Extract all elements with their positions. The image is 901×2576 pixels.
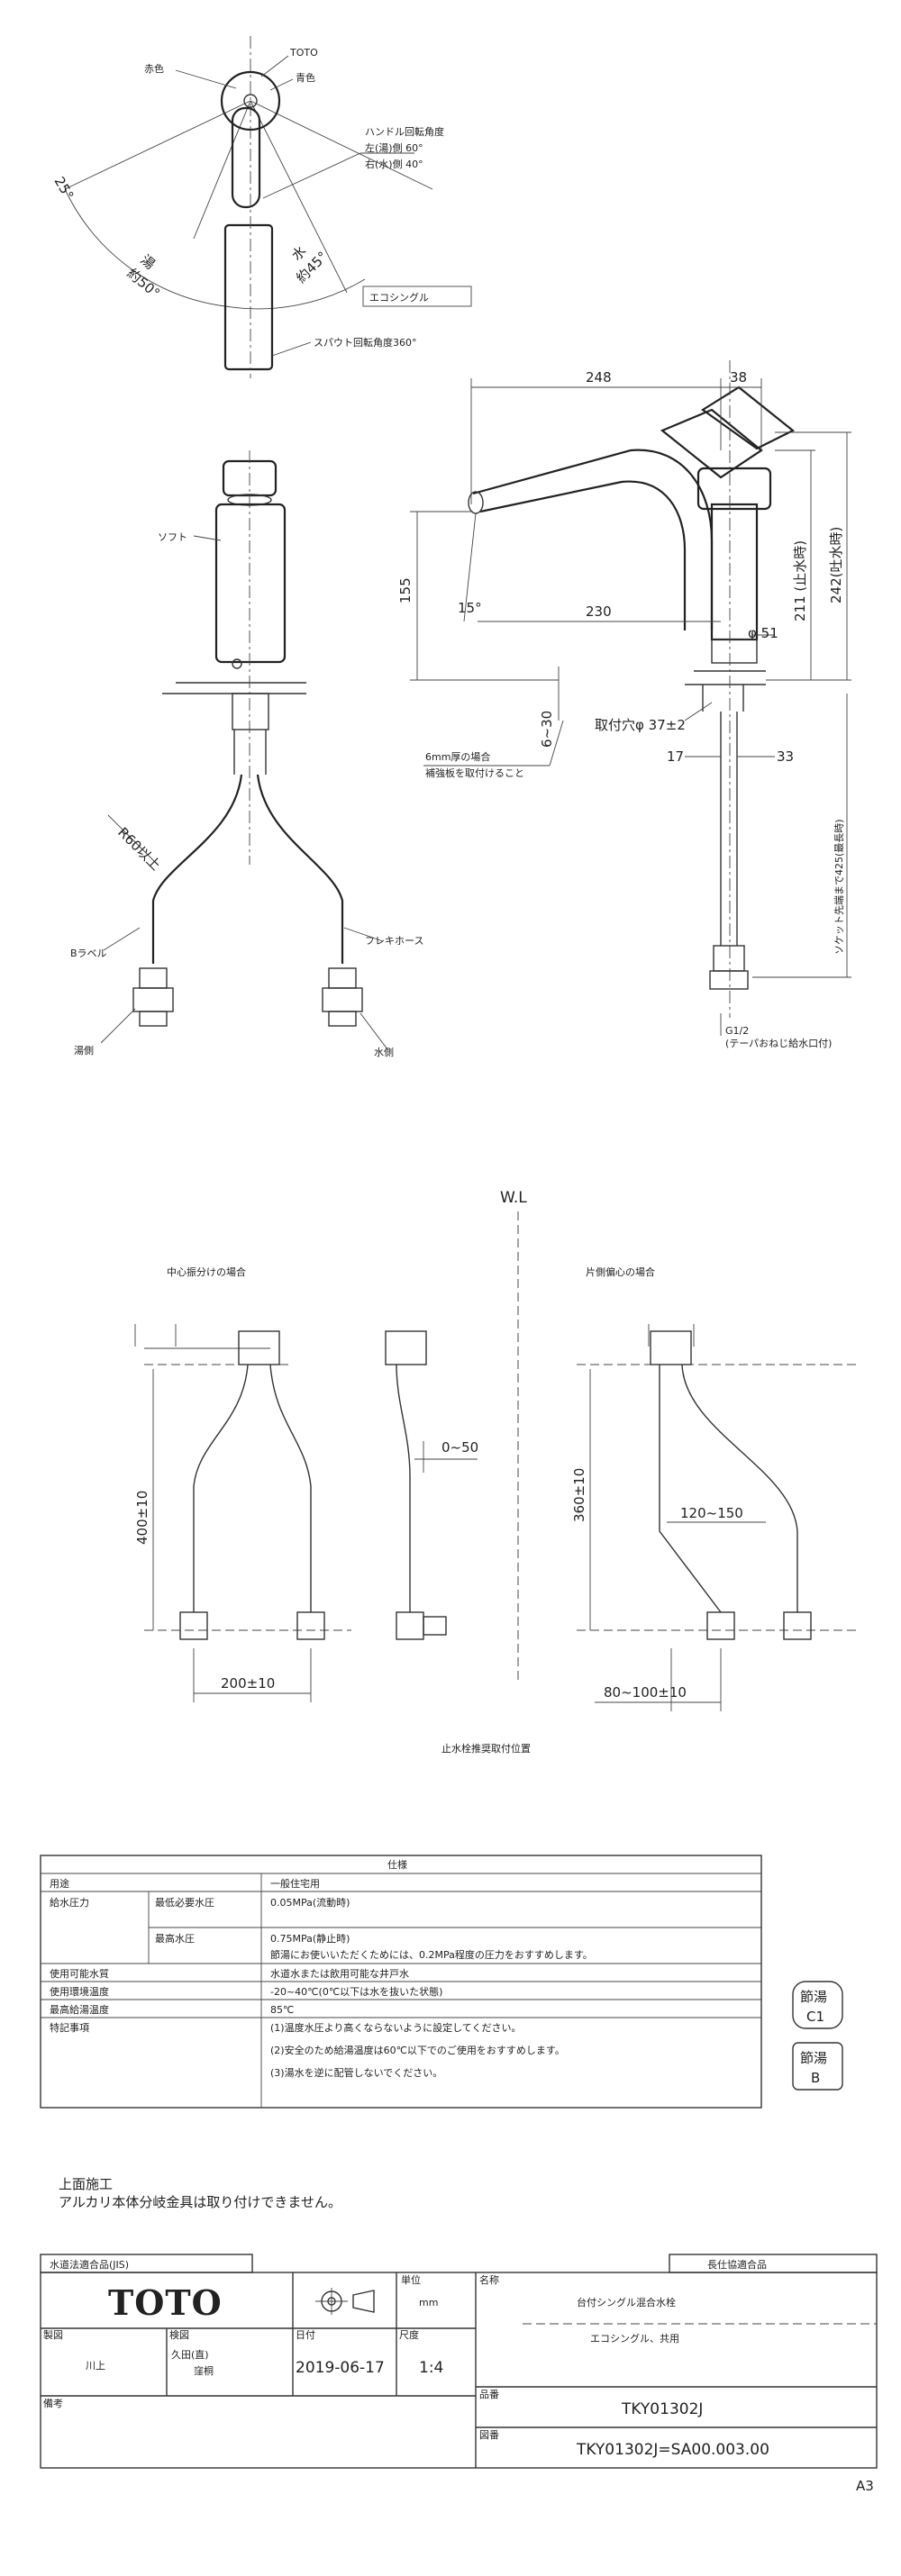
jis-label: 水道法適合品(JIS)	[50, 2258, 129, 2271]
label-red: 赤色	[144, 62, 164, 75]
dim-17: 17	[667, 748, 684, 765]
checked-by: 久田(直)	[171, 2348, 209, 2361]
install-view: W.L 中心振分けの場合 片側偏心の場合 400±10 200±10 0~50	[134, 1189, 856, 1755]
spec-value-max: 0.75MPa(静止時)	[270, 1932, 350, 1945]
spec-value-note-2: (2)安全のため給湯温度は60℃以下でのご使用をおすすめします。	[270, 2044, 565, 2056]
badge-b-top: 節湯	[800, 2050, 827, 2066]
side-view: 248 38 155 15° 230 φ 51 211 (止水時) 242(吐水…	[397, 360, 851, 1049]
dim-242: 242(吐水時)	[828, 527, 844, 603]
side-title: 片側偏心の場合	[586, 1265, 655, 1278]
dim-51: φ 51	[748, 625, 778, 641]
approved-by: 窪桐	[194, 2364, 214, 2377]
spec-value-min: 0.05MPa(流動時)	[270, 1896, 350, 1909]
drawing-number: TKY01302J=SA00.003.00	[576, 2441, 769, 2459]
spec-label-pressure: 給水圧力	[50, 1896, 89, 1909]
date-label: 日付	[296, 2329, 315, 2341]
counter-note-1: 6mm厚の場合	[425, 750, 490, 763]
socket-note: ソケット先端まで425(最長時)	[833, 819, 845, 955]
note-line-2: アルカリ本体分岐金具は取り付けできません。	[59, 2194, 341, 2210]
spec-title: 仕様	[387, 1858, 407, 1871]
dim-120-150: 120~150	[680, 1505, 743, 1521]
scale-label: 尺度	[399, 2328, 419, 2341]
sheet-size: A3	[856, 2478, 874, 2494]
angle-50: 約50°	[123, 265, 162, 302]
dim-155: 155	[397, 577, 414, 603]
dim-38: 38	[730, 369, 747, 385]
spec-value-note: 節湯にお使いいただくためには、0.2MPa程度の圧力をおすすめします。	[270, 1948, 593, 1961]
front-view: ソフト R60以上 Bラベル フレキホース 湯側 水側	[70, 450, 423, 1058]
cert-label: 長仕協適合品	[707, 2258, 767, 2271]
spout-rotation: スパウト回転角度360°	[314, 336, 417, 349]
scale-value: 1:4	[419, 2359, 443, 2377]
spec-value-env-temp: -20~40℃(0℃以下は水を抜いた状態)	[270, 1985, 442, 1998]
spec-table: 仕様 用途 一般住宅用 給水圧力 最低必要水圧 0.05MPa(流動時) 最高水…	[40, 1855, 762, 2109]
label-brand: TOTO	[289, 47, 318, 59]
toto-logo: TOTO	[108, 2282, 223, 2323]
spec-label-notes: 特記事項	[50, 2021, 89, 2034]
dim-6-30: 6~30	[539, 711, 555, 748]
drawing-label: 図番	[479, 2429, 499, 2441]
g12-note: (テーパおねじ給水口付)	[725, 1037, 832, 1049]
handle-angle-right: 右(水)側 40°	[365, 158, 423, 170]
dim-400: 400±10	[134, 1491, 150, 1545]
center-title: 中心振分けの場合	[167, 1265, 246, 1278]
dim-360: 360±10	[571, 1468, 587, 1522]
name-label: 名称	[479, 2273, 499, 2286]
mount-hole: 取付穴φ 37±2	[595, 717, 686, 733]
drawn-by: 川上	[86, 2360, 105, 2372]
g12-label: G1/2	[725, 1025, 749, 1037]
model-label: 品番	[479, 2389, 499, 2400]
spec-sub-min: 最低必要水圧	[155, 1897, 214, 1909]
spec-sub-max: 最高水圧	[155, 1932, 195, 1945]
badge-c1-bottom: C1	[806, 2009, 824, 2025]
eco-badges: 節湯 C1 節湯 B	[792, 1981, 843, 2091]
dim-33: 33	[777, 748, 794, 765]
dim-230: 230	[586, 603, 612, 620]
badge-b-bottom: B	[811, 2070, 820, 2086]
product-name: 台付シングル混合水栓	[577, 2296, 676, 2308]
dim-200: 200±10	[221, 1675, 275, 1692]
handle-angle-title: ハンドル回転角度	[365, 125, 444, 138]
spec-value-water: 水道水または飲用可能な井戸水	[270, 1967, 409, 1980]
checked-label: 検図	[169, 2328, 189, 2341]
wl-label: W.L	[500, 1189, 527, 1207]
hot-pipe-label: Bラベル	[70, 948, 107, 959]
title-block: 水道法適合品(JIS) 長仕協適合品 TOTO 単位 mm 名称 台付シングル混…	[40, 2254, 878, 2494]
dim-211: 211 (止水時)	[792, 540, 808, 621]
angle-25: 25°	[51, 174, 77, 203]
flex-hose-label: フレキホース	[365, 935, 423, 947]
dim-15: 15°	[458, 600, 482, 616]
handle-angle-left: 左(湯)側 60°	[365, 142, 423, 154]
date-value: 2019-06-17	[296, 2359, 385, 2377]
badge-c1-top: 節湯	[800, 1989, 827, 2005]
eco-label: エコシングル	[369, 291, 429, 304]
spec-value-max-hot: 85℃	[270, 2004, 294, 2016]
dim-80-100: 80~100±10	[604, 1684, 687, 1701]
spec-label-max-hot: 最高給湯温度	[50, 2003, 109, 2016]
spec-value-use: 一般住宅用	[270, 1877, 320, 1890]
product-sub: エコシングル、共用	[590, 2332, 679, 2345]
cold-valve-label: 水側	[374, 1047, 394, 1058]
r60-label: R60以上	[114, 824, 164, 874]
spec-label-use: 用途	[50, 1877, 69, 1890]
spec-value-note-1: (1)温度水圧より高くならないように設定してください。	[270, 2021, 521, 2034]
unit-value: mm	[419, 2297, 438, 2308]
spec-label-water: 使用可能水質	[50, 1967, 109, 1980]
counter-note-2: 補強板を取付けること	[425, 766, 524, 779]
model-number: TKY01302J	[621, 2400, 703, 2418]
unit-label: 単位	[401, 2273, 421, 2286]
spec-label-env-temp: 使用環境温度	[50, 1985, 109, 1998]
label-blue: 青色	[296, 71, 315, 84]
soft-label: ソフト	[158, 531, 187, 543]
spec-value-note-3: (3)湯水を逆に配管しないでください。	[270, 2066, 442, 2079]
hot-valve-label: 湯側	[74, 1045, 94, 1057]
install-caption: 止水栓推奨取付位置	[441, 1742, 531, 1755]
drawn-label: 製図	[43, 2328, 63, 2341]
note-label: 備考	[43, 2398, 63, 2409]
dim-248: 248	[586, 369, 612, 385]
top-view: 赤色 TOTO 青色 ハンドル回転角度 左(湯)側 60° 右(水)側 40° …	[51, 36, 472, 378]
note-line-1: 上面施工	[59, 2176, 113, 2192]
dim-0-50: 0~50	[441, 1439, 478, 1456]
